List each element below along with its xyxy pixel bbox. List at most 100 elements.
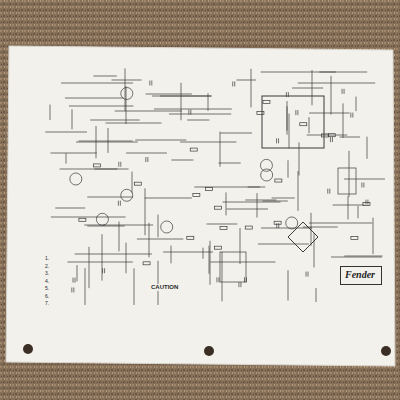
wire bbox=[66, 153, 67, 163]
note-number: 1. bbox=[44, 256, 50, 262]
wire bbox=[245, 200, 276, 201]
wire bbox=[134, 268, 135, 305]
wire bbox=[349, 151, 350, 197]
brand-logo: Fender bbox=[345, 269, 377, 280]
wire bbox=[69, 106, 133, 107]
wire bbox=[145, 188, 146, 235]
resistor-symbol bbox=[275, 179, 282, 182]
wire bbox=[119, 222, 120, 252]
connector-symbol bbox=[338, 168, 356, 194]
wire bbox=[158, 215, 159, 238]
wire bbox=[209, 246, 210, 274]
wire bbox=[220, 133, 252, 134]
resistor-symbol bbox=[220, 226, 227, 229]
wire bbox=[333, 205, 365, 206]
wire bbox=[331, 76, 332, 115]
resistor-symbol bbox=[134, 182, 141, 185]
wire bbox=[106, 123, 162, 124]
wire bbox=[125, 68, 126, 111]
caution-heading: CAUTION bbox=[150, 284, 179, 291]
transistor-symbol bbox=[286, 217, 298, 229]
wire bbox=[222, 252, 223, 301]
wire bbox=[219, 163, 241, 164]
resistor-symbol bbox=[245, 226, 252, 229]
wire bbox=[251, 69, 252, 108]
wire bbox=[104, 225, 154, 226]
resistor-symbol bbox=[263, 100, 270, 103]
capacitor-symbol bbox=[217, 277, 219, 282]
wire bbox=[55, 208, 85, 209]
wire bbox=[51, 217, 126, 218]
note-number: 5. bbox=[44, 286, 50, 292]
wire bbox=[181, 83, 182, 120]
resistor-symbol bbox=[190, 148, 197, 151]
resistor-symbol bbox=[205, 188, 212, 191]
wire bbox=[373, 218, 374, 254]
wire bbox=[343, 103, 344, 138]
capacitor-symbol bbox=[146, 157, 148, 162]
bridge-rectifier bbox=[288, 222, 318, 252]
wire bbox=[90, 120, 139, 121]
transformer-symbol bbox=[220, 252, 246, 282]
wire bbox=[331, 257, 382, 258]
wire bbox=[194, 187, 260, 188]
wire bbox=[146, 94, 192, 95]
transistor-symbol bbox=[96, 213, 108, 225]
paper-sheet bbox=[6, 46, 395, 366]
transistor-symbol bbox=[70, 173, 82, 185]
wire bbox=[226, 192, 227, 215]
transistor-symbol bbox=[121, 189, 133, 201]
wire bbox=[272, 198, 295, 199]
wire bbox=[171, 246, 172, 264]
wire bbox=[227, 209, 268, 210]
capacitor-symbol bbox=[119, 162, 121, 167]
capacitor-symbol bbox=[189, 110, 191, 115]
wire bbox=[102, 234, 103, 280]
punch-hole bbox=[381, 346, 391, 356]
capacitor-symbol bbox=[239, 282, 241, 287]
wire bbox=[187, 120, 209, 121]
wire bbox=[158, 261, 159, 305]
wire bbox=[126, 243, 127, 274]
wire bbox=[126, 86, 127, 124]
wire bbox=[67, 262, 132, 263]
wire bbox=[367, 137, 368, 159]
wire bbox=[135, 140, 186, 141]
wire bbox=[171, 160, 193, 161]
wire bbox=[314, 233, 315, 267]
wire bbox=[223, 202, 281, 203]
wire bbox=[61, 83, 133, 84]
capacitor-symbol bbox=[330, 137, 332, 142]
capacitor-symbol bbox=[351, 113, 353, 118]
wire bbox=[307, 135, 348, 136]
wire bbox=[319, 72, 367, 73]
note-number: 7. bbox=[44, 301, 50, 307]
note-number: 6. bbox=[44, 294, 50, 300]
wire bbox=[77, 265, 78, 281]
wire bbox=[309, 113, 349, 114]
wire bbox=[160, 96, 212, 97]
resistor-symbol bbox=[143, 262, 150, 265]
transistor-symbol bbox=[121, 87, 133, 99]
wire bbox=[72, 109, 73, 129]
capacitor-symbol bbox=[328, 189, 330, 194]
wire bbox=[316, 288, 317, 302]
capacitor-symbol bbox=[72, 287, 74, 292]
transistor-symbol bbox=[261, 169, 273, 181]
resistor-symbol bbox=[274, 221, 281, 224]
wire bbox=[50, 105, 51, 120]
wire bbox=[344, 256, 382, 257]
resistor-symbol bbox=[321, 134, 328, 137]
wire bbox=[79, 141, 133, 142]
wire bbox=[262, 201, 287, 202]
capacitor-symbol bbox=[342, 89, 344, 94]
capacitor-symbol bbox=[73, 278, 75, 283]
wire bbox=[207, 224, 238, 225]
resistor-symbol bbox=[257, 111, 264, 114]
transistor-symbol bbox=[161, 221, 173, 233]
wire bbox=[257, 193, 258, 217]
resistor-symbol bbox=[79, 218, 86, 221]
wire bbox=[149, 223, 150, 258]
